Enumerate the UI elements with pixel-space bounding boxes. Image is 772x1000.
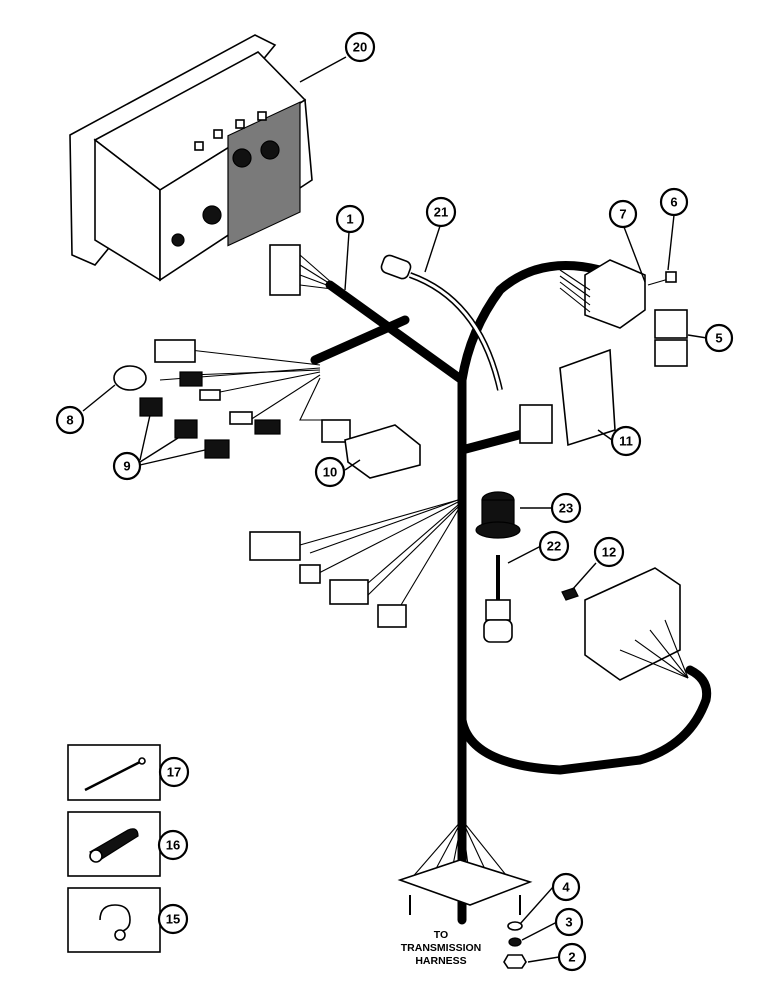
callout-3: 3 bbox=[554, 907, 584, 937]
callout-21: 21 bbox=[425, 196, 457, 228]
svg-text:22: 22 bbox=[547, 539, 561, 554]
callout-4: 4 bbox=[551, 872, 581, 902]
svg-text:6: 6 bbox=[670, 195, 677, 210]
svg-text:11: 11 bbox=[619, 434, 633, 449]
small-connector bbox=[321, 419, 351, 443]
nut bbox=[503, 954, 527, 969]
leader-lines bbox=[82, 56, 708, 963]
instrument-cluster bbox=[69, 34, 313, 282]
callout-2: 2 bbox=[557, 942, 587, 972]
callout-23: 23 bbox=[550, 492, 582, 524]
svg-text:8: 8 bbox=[66, 413, 73, 428]
bullet-connector-c bbox=[229, 411, 253, 425]
control-module bbox=[344, 424, 421, 479]
connector-mid-c bbox=[377, 604, 407, 628]
svg-text:9: 9 bbox=[123, 459, 130, 474]
callout-15: 15 bbox=[157, 903, 189, 935]
svg-text:3: 3 bbox=[565, 915, 572, 930]
washer bbox=[507, 921, 523, 931]
lock-washer bbox=[508, 937, 522, 947]
relay-5a bbox=[654, 309, 688, 339]
callout-8: 8 bbox=[55, 405, 85, 435]
svg-text:16: 16 bbox=[166, 838, 180, 853]
capacitor bbox=[113, 365, 147, 391]
middle-left-wires bbox=[299, 499, 459, 616]
callout-10: 10 bbox=[314, 456, 346, 488]
connector-mid-b bbox=[329, 579, 369, 605]
svg-text:7: 7 bbox=[619, 207, 626, 222]
callout-20: 20 bbox=[344, 31, 376, 63]
plug-9c bbox=[204, 439, 230, 459]
svg-text:10: 10 bbox=[323, 465, 337, 480]
transmission-note-line2: TRANSMISSION bbox=[401, 942, 482, 954]
callout-1: 1 bbox=[335, 204, 365, 234]
svg-text:20: 20 bbox=[353, 40, 367, 55]
fuse-holder bbox=[584, 567, 689, 681]
grommet bbox=[475, 491, 521, 539]
callout-6: 6 bbox=[659, 187, 689, 217]
plug-9a bbox=[139, 397, 163, 417]
transmission-note-line3: HARNESS bbox=[415, 955, 466, 967]
svg-text:15: 15 bbox=[166, 912, 180, 927]
transmission-note-line1: TO bbox=[434, 929, 448, 941]
callout-17: 17 bbox=[158, 756, 190, 788]
sensor-probe bbox=[380, 254, 503, 391]
svg-text:17: 17 bbox=[167, 765, 181, 780]
inset-clip bbox=[67, 811, 161, 877]
svg-text:1: 1 bbox=[346, 212, 353, 227]
multi-pin-connector bbox=[249, 531, 301, 561]
connector-mid-a bbox=[299, 564, 321, 584]
bullet-connector-b bbox=[199, 389, 221, 401]
plug-9b bbox=[174, 419, 198, 439]
svg-text:2: 2 bbox=[568, 950, 575, 965]
svg-text:12: 12 bbox=[602, 545, 616, 560]
bullet-connector-d bbox=[254, 419, 281, 435]
callout-11: 11 bbox=[610, 425, 642, 457]
relay-connector bbox=[154, 339, 196, 363]
switch-knob bbox=[483, 555, 513, 643]
callout-9: 9 bbox=[112, 451, 142, 481]
fuse-module bbox=[519, 348, 616, 447]
callout-16: 16 bbox=[157, 829, 189, 861]
callout-7: 7 bbox=[608, 199, 638, 229]
callout-12: 12 bbox=[593, 536, 625, 568]
svg-text:5: 5 bbox=[715, 331, 722, 346]
main-harness bbox=[310, 261, 712, 925]
relay-block bbox=[559, 259, 677, 329]
inset-cable-tie bbox=[67, 744, 161, 801]
bullet-connector-a bbox=[179, 371, 203, 387]
harness-connector-top bbox=[269, 244, 341, 296]
svg-text:21: 21 bbox=[434, 205, 448, 220]
transmission-connector bbox=[397, 819, 533, 915]
svg-text:23: 23 bbox=[559, 501, 573, 516]
svg-text:4: 4 bbox=[562, 880, 570, 895]
left-branch-wires bbox=[159, 349, 335, 421]
relay-5b bbox=[654, 339, 688, 367]
callout-22: 22 bbox=[538, 530, 570, 562]
blade-fuse bbox=[561, 587, 579, 601]
callout-5: 5 bbox=[704, 323, 734, 353]
inset-clamp bbox=[67, 887, 161, 953]
